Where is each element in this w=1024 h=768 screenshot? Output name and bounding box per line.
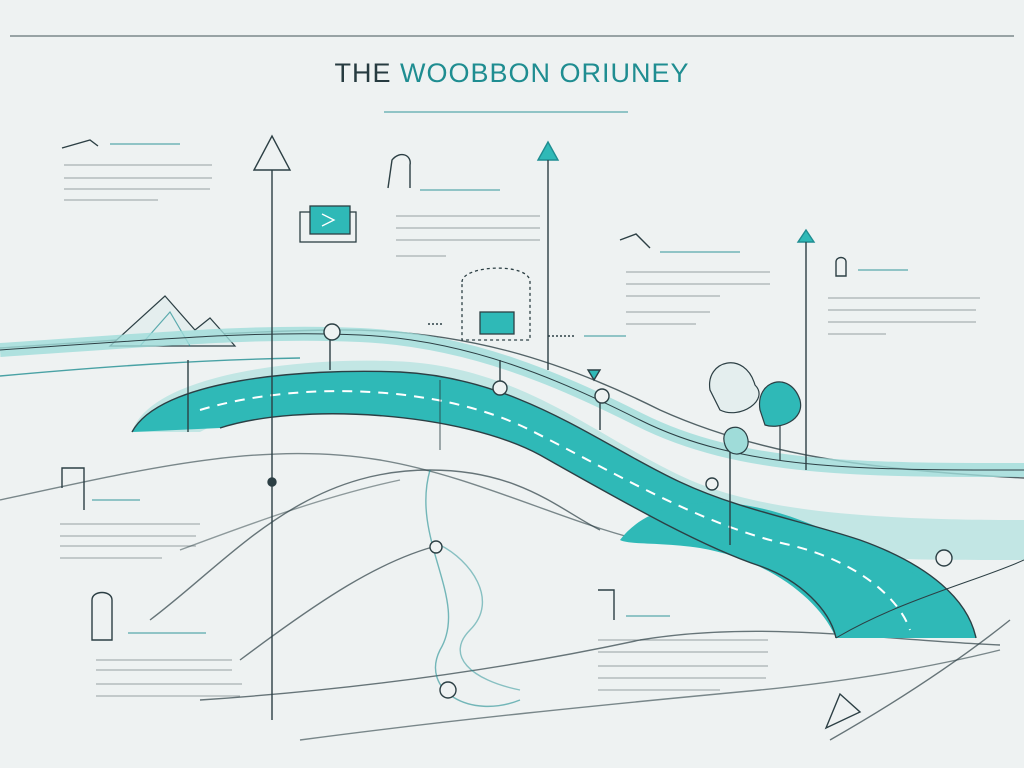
main-road xyxy=(0,326,1024,639)
page-title: THE WOOBBON ORIUNEY xyxy=(0,58,1024,89)
text-blocks xyxy=(60,111,980,697)
signposts xyxy=(187,134,953,720)
title-rest: WOOBBON ORIUNEY xyxy=(399,58,690,88)
info-boxes xyxy=(299,205,531,341)
section-icons xyxy=(61,139,862,730)
title-lead: THE xyxy=(334,58,392,88)
trees xyxy=(709,362,802,460)
